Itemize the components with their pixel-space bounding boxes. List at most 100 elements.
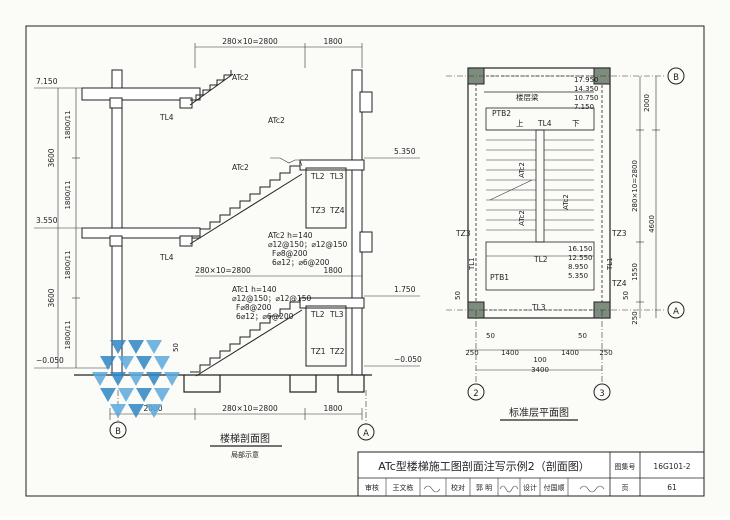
axis-2-plan: 2 — [473, 389, 478, 399]
plan-tz3-left: TZ3 — [455, 229, 471, 238]
svg-text:6⌀12；⌀6@200: 6⌀12；⌀6@200 — [236, 312, 294, 321]
atlas-label: 图集号 — [615, 462, 636, 471]
svg-text:17.950: 17.950 — [574, 76, 599, 84]
svg-text:⌀12@150；⌀12@150: ⌀12@150；⌀12@150 — [232, 294, 311, 303]
plan-ptb2: PTB2 — [492, 109, 511, 118]
note-atc2: ATc2 h=140 ⌀12@150；⌀12@150 F⌀8@200 6⌀12；… — [268, 231, 347, 267]
section-title: 楼梯剖面图 — [220, 432, 270, 445]
plan-tl3: TL3 — [531, 303, 546, 312]
mid-landing-dim: 1800 — [323, 266, 342, 275]
page-number: 61 — [667, 483, 677, 492]
plan-up: 上 — [516, 119, 524, 128]
title-block-title: ATc型楼梯施工图剖面注写示例2（剖面图） — [378, 459, 590, 473]
tb-page-label: 页 — [622, 484, 629, 492]
bottom-span-dim: 280×10=2800 — [222, 404, 278, 413]
level-5350: 5.350 — [394, 147, 416, 156]
left-dim-1: 1800/11 — [64, 110, 72, 139]
tb-check-label: 校对 — [451, 483, 465, 492]
svg-text:F⌀8@200: F⌀8@200 — [236, 303, 272, 312]
mid-span-dim: 280×10=2800 — [195, 266, 251, 275]
label-tl3-lower: TL3 — [329, 310, 344, 319]
level-7150: 7.150 — [36, 77, 58, 86]
left-dim-2: 1800/11 — [64, 180, 72, 209]
plan-atc2-b: ATc2 — [518, 210, 526, 226]
plan-atc2-a: ATc2 — [518, 162, 526, 178]
left-dim-3: 1800/11 — [64, 250, 72, 279]
plan-dim50-bottom-left: 50 — [486, 332, 495, 340]
plan-tl2: TL2 — [533, 255, 548, 264]
level-3550: 3.550 — [36, 216, 58, 225]
plan-tl4: TL4 — [537, 119, 552, 128]
note-atc1: ATc1 h=140 ⌀12@150；⌀12@150 F⌀8@200 6⌀12；… — [232, 285, 311, 321]
plan-levels-bottom: 16.150 12.550 8.950 5.350 — [568, 245, 593, 280]
plan-floor-beam: 楼层梁 — [516, 92, 539, 102]
plan-bottom-dim-1400-right: 1400 — [561, 349, 579, 357]
svg-text:⌀12@150；⌀12@150: ⌀12@150；⌀12@150 — [268, 240, 347, 249]
svg-text:16.150: 16.150 — [568, 245, 593, 253]
plan-down: 下 — [572, 119, 580, 128]
label-dim50-section: 50 — [172, 343, 180, 352]
left-total-1: 3600 — [47, 148, 56, 167]
plan-total-dim: 3400 — [531, 366, 549, 374]
tb-designer: 付国顺 — [544, 483, 565, 492]
signature-reviewer — [423, 485, 441, 493]
title-block: ATc型楼梯施工图剖面注写示例2（剖面图） 图集号 16G101-2 审核 王文… — [357, 451, 705, 497]
label-tl4-top: TL4 — [159, 113, 174, 122]
svg-text:8.950: 8.950 — [568, 263, 588, 271]
plan-tz4: TZ4 — [611, 279, 627, 288]
label-tl2-lower: TL2 — [310, 310, 325, 319]
axis-a-section: A — [363, 429, 369, 439]
top-landing-dim: 1800 — [323, 37, 342, 46]
label-tl2-upper: TL2 — [310, 172, 325, 181]
watermark-logo — [92, 340, 180, 418]
plan-atc2-c: ATc2 — [562, 194, 570, 210]
svg-text:ATc2 h=140: ATc2 h=140 — [268, 231, 313, 240]
plan-tl1-left: TL1 — [468, 257, 476, 271]
label-tl3-upper: TL3 — [329, 172, 344, 181]
plan-right-dim-250: 250 — [631, 311, 639, 324]
plan-bottom-dim-100: 100 — [533, 356, 546, 364]
plan-bottom-dim-1400-left: 1400 — [501, 349, 519, 357]
plan-dim50-right: 50 — [622, 291, 630, 300]
svg-text:5.350: 5.350 — [568, 272, 588, 280]
plan-levels-top: 17.950 14.350 10.750 7.150 — [574, 76, 599, 111]
level-1750: 1.750 — [394, 285, 416, 294]
level-minus-0050-right: −0.050 — [394, 355, 422, 364]
label-tz2: TZ2 — [329, 347, 345, 356]
svg-text:14.350: 14.350 — [574, 85, 599, 93]
svg-text:F⌀8@200: F⌀8@200 — [272, 249, 308, 258]
bottom-landing-dim: 1800 — [323, 404, 342, 413]
plan-tz3-right: TZ3 — [611, 229, 627, 238]
axis-b-section: B — [115, 427, 121, 437]
left-total-2: 3600 — [47, 288, 56, 307]
plan-bottom-dim-250-left: 250 — [465, 349, 478, 357]
label-tz3-upper: TZ3 — [310, 206, 326, 215]
plan-ptb1: PTB1 — [490, 273, 509, 282]
section-subtitle: 局部示意 — [231, 450, 259, 459]
plan-dim50-bottom-right: 50 — [578, 332, 587, 340]
level-minus-0050-left: −0.050 — [36, 356, 64, 365]
plan-dim50-left: 50 — [454, 291, 462, 300]
atlas-number: 16G101-2 — [653, 462, 690, 471]
label-atc2-mid1: ATc2 — [268, 116, 285, 125]
plan-view: 楼层梁 PTB2 上 TL4 下 ATc2 ATc2 ATc2 TL2 PTB1… — [446, 67, 685, 421]
tb-review-label: 审核 — [365, 483, 379, 492]
tb-reviewer: 王文栋 — [393, 483, 414, 492]
signature-designer — [579, 485, 605, 493]
plan-bottom-dim-250-right: 250 — [599, 349, 612, 357]
axis-3-plan: 3 — [599, 389, 604, 399]
tb-checker: 郭 明 — [476, 483, 492, 492]
label-atc2-mid2: ATc2 — [232, 163, 249, 172]
plan-right-dim-1550: 1550 — [631, 263, 639, 281]
section-view: 280×10=2800 1800 280×10=2800 1800 2000 2… — [34, 37, 422, 459]
axis-b-plan: B — [673, 73, 679, 83]
top-span-dim: 280×10=2800 — [222, 37, 278, 46]
svg-text:10.750: 10.750 — [574, 94, 599, 102]
plan-right-dim-flight: 280×10=2800 — [631, 160, 639, 212]
signature-checker — [499, 485, 519, 493]
plan-tl1-right: TL1 — [606, 257, 614, 271]
svg-text:12.550: 12.550 — [568, 254, 593, 262]
svg-text:7.150: 7.150 — [574, 103, 594, 111]
